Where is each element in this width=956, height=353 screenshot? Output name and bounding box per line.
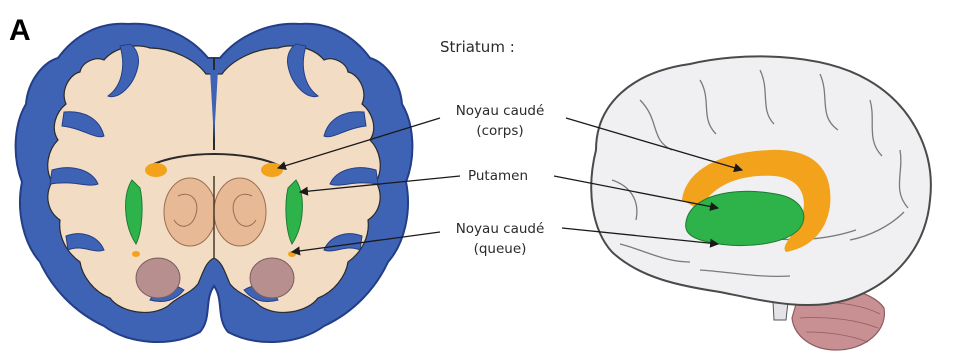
label-putamen: Putamen: [468, 168, 528, 184]
lateral-brain-view: [591, 56, 931, 350]
label-caudate-body-line2: (corps): [476, 123, 523, 139]
striatum-title: Striatum :: [440, 38, 515, 56]
label-caudate-tail-line2: (queue): [474, 241, 527, 257]
caudate-tail-left: [132, 251, 140, 257]
amygdala-right: [250, 258, 294, 298]
amygdala-left: [136, 258, 180, 298]
coronal-brain-section: [16, 24, 413, 342]
cerebral-hemisphere: [591, 56, 931, 305]
caudate-body-left: [145, 163, 167, 177]
caudate-body-right: [261, 163, 283, 177]
label-caudate-tail-line1: Noyau caudé: [456, 221, 545, 237]
panel-letter: A: [9, 14, 31, 47]
label-caudate-body-line1: Noyau caudé: [456, 103, 545, 119]
